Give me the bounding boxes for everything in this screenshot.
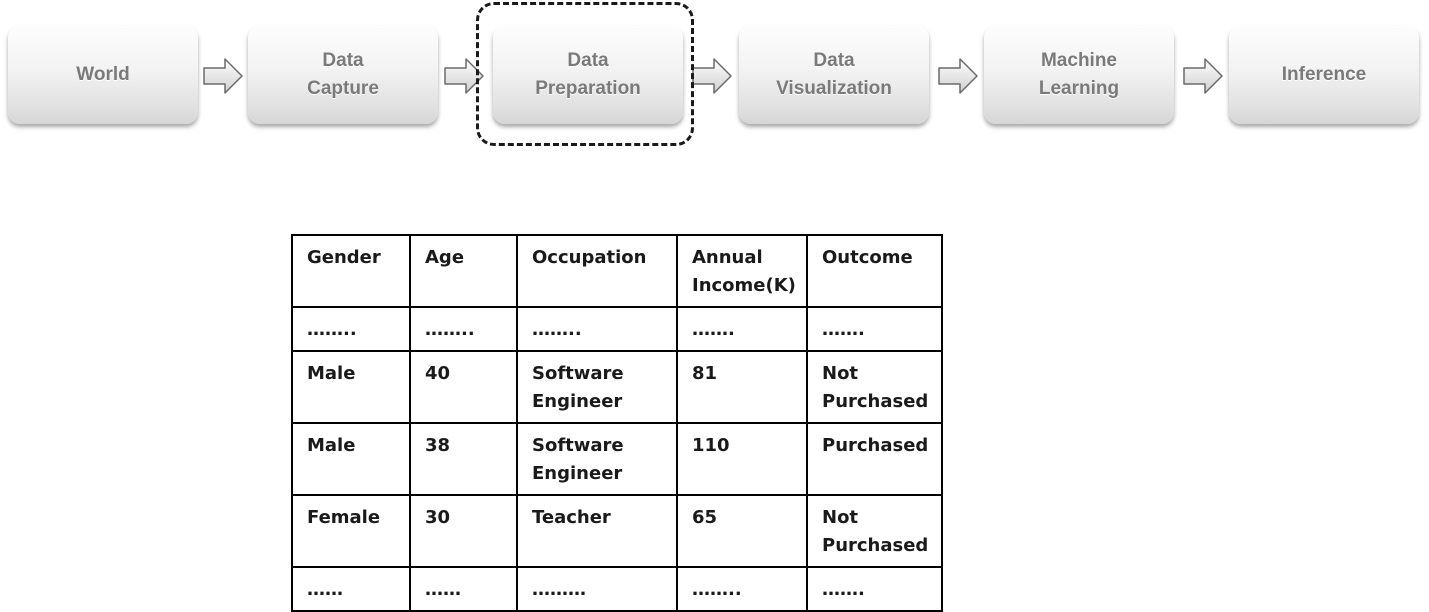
table-cell: ……. bbox=[676, 306, 808, 352]
table-cell: ……… bbox=[516, 566, 678, 612]
table-cell: 30 bbox=[409, 494, 518, 568]
table-cell: …….. bbox=[676, 566, 808, 612]
table-cell: 110 bbox=[676, 422, 808, 496]
table-cell: 81 bbox=[676, 350, 808, 424]
table-row: …….. …….. …….. ……. ……. bbox=[291, 306, 943, 352]
table-row: …… …… ……… …….. ……. bbox=[291, 566, 943, 612]
table-row: Male 38 Software Engineer 110 Purchased bbox=[291, 422, 943, 496]
right-arrow-icon bbox=[444, 58, 484, 94]
table-cell: …….. bbox=[516, 306, 678, 352]
table-cell: 38 bbox=[409, 422, 518, 496]
table-cell: …… bbox=[291, 566, 411, 612]
table-cell: …….. bbox=[291, 306, 411, 352]
header-annual-income: Annual Income(K) bbox=[676, 234, 808, 308]
step-data-visualization: Data Visualization bbox=[739, 26, 929, 124]
header-occupation: Occupation bbox=[516, 234, 678, 308]
table-cell: Not Purchased bbox=[806, 350, 943, 424]
data-table: Gender Age Occupation Annual Income(K) O… bbox=[291, 234, 943, 612]
table-cell: …….. bbox=[409, 306, 518, 352]
table-cell: Female bbox=[291, 494, 411, 568]
dashed-highlight-box bbox=[476, 2, 694, 146]
table-cell: 65 bbox=[676, 494, 808, 568]
right-arrow-icon bbox=[203, 58, 243, 94]
table-cell: ……. bbox=[806, 566, 943, 612]
table-cell: Software Engineer bbox=[516, 422, 678, 496]
step-machine-learning: Machine Learning bbox=[984, 26, 1174, 124]
table-row: Male 40 Software Engineer 81 Not Purchas… bbox=[291, 350, 943, 424]
table-cell: Purchased bbox=[806, 422, 943, 496]
pipeline-diagram: World Data Capture Data Preparation Data… bbox=[0, 0, 1429, 160]
step-label: World bbox=[76, 64, 130, 85]
step-label: Data Visualization bbox=[776, 50, 892, 99]
step-label: Machine Learning bbox=[1038, 50, 1120, 99]
right-arrow-icon bbox=[938, 58, 978, 94]
header-gender: Gender bbox=[291, 234, 411, 308]
step-data-capture: Data Capture bbox=[248, 26, 438, 124]
table-cell: Male bbox=[291, 350, 411, 424]
table-cell: Software Engineer bbox=[516, 350, 678, 424]
step-label: Data Capture bbox=[307, 50, 379, 99]
table-header-row: Gender Age Occupation Annual Income(K) O… bbox=[291, 234, 943, 308]
right-arrow-icon bbox=[1183, 58, 1223, 94]
table-cell: Teacher bbox=[516, 494, 678, 568]
table-cell: 40 bbox=[409, 350, 518, 424]
step-world: World bbox=[8, 26, 198, 124]
step-label: Data Preparation bbox=[535, 50, 641, 99]
table-cell: …… bbox=[409, 566, 518, 612]
step-inference: Inference bbox=[1229, 26, 1419, 124]
table-cell: Not Purchased bbox=[806, 494, 943, 568]
step-data-preparation: Data Preparation bbox=[493, 26, 683, 124]
table-row: Female 30 Teacher 65 Not Purchased bbox=[291, 494, 943, 568]
table-cell: Male bbox=[291, 422, 411, 496]
header-outcome: Outcome bbox=[806, 234, 943, 308]
right-arrow-icon bbox=[692, 58, 732, 94]
table-cell: ……. bbox=[806, 306, 943, 352]
header-age: Age bbox=[409, 234, 518, 308]
step-label: Inference bbox=[1281, 64, 1367, 85]
